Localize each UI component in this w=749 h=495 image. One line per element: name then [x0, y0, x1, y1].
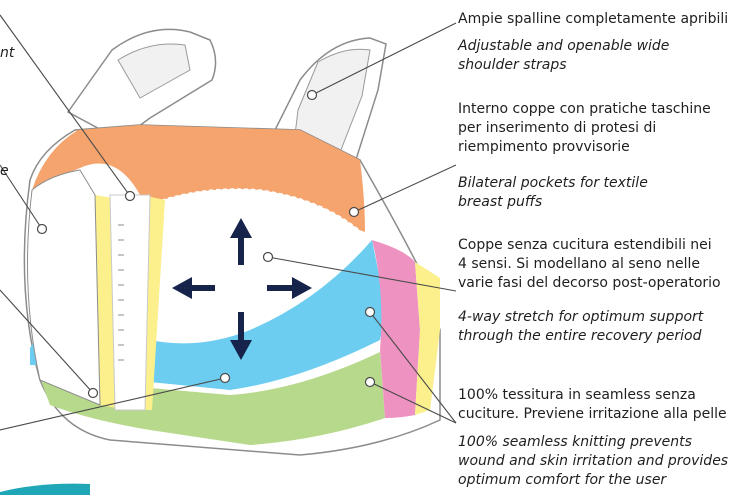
label-pockets-en: Bilateral pockets for textile breast puf… — [458, 174, 648, 212]
teal-swoosh — [0, 484, 90, 495]
label-seamless-it: 100% tessitura in seamless senza cucitur… — [458, 386, 727, 424]
partial-label-e: e — [0, 162, 9, 181]
label-cups-it: Coppe senza cucitura estendibili nei 4 s… — [458, 236, 721, 293]
label-pockets-it: Interno coppe con pratiche taschine per … — [458, 100, 711, 157]
label-cups-en: 4-way stretch for optimum support throug… — [458, 308, 703, 346]
partial-label-nt: nt — [0, 44, 14, 63]
label-straps-it: Ampie spalline completamente apribili — [458, 10, 728, 29]
label-straps-en: Adjustable and openable wide shoulder st… — [458, 37, 669, 75]
left-side-panel — [28, 170, 101, 405]
label-seamless-en: 100% seamless knitting prevents wound an… — [458, 433, 728, 490]
center-front-panel — [110, 195, 150, 410]
